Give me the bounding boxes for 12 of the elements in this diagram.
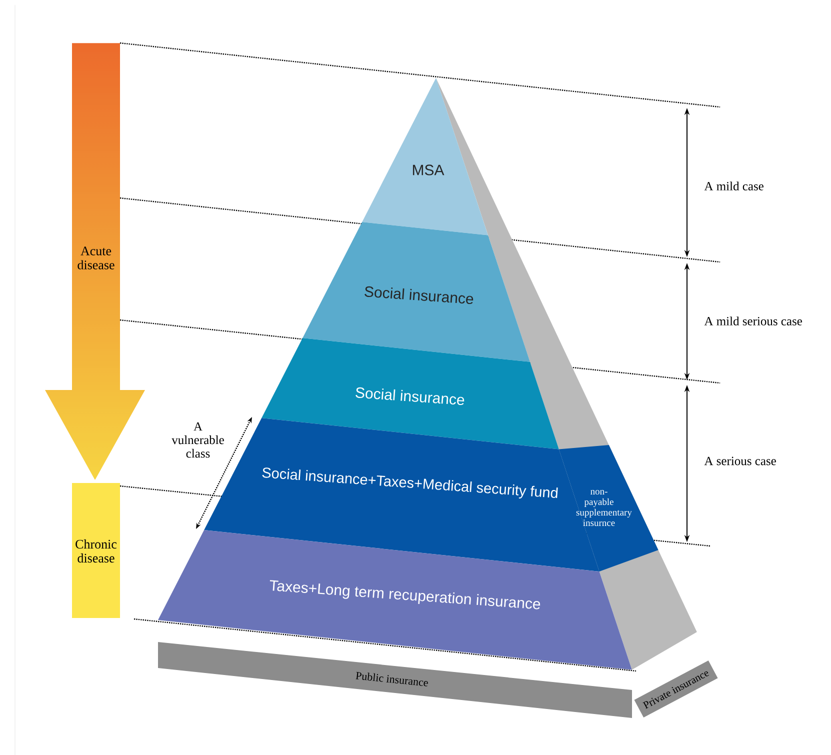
range-label: A mild serious case	[704, 316, 802, 326]
disease-bar: Chronic disease	[72, 483, 120, 618]
node-label: Social insurance+Taxes+Medical security fund	[262, 468, 558, 498]
pyramid-layer: Social insurance	[302, 222, 530, 362]
range-label: A serious case	[704, 456, 776, 466]
pyramid-layer: Taxes+Long term recuperation insurance	[158, 530, 632, 670]
pyramid-side-layer: non-payable supplementary insurnce	[558, 445, 658, 572]
pyramid-layer: MSA	[362, 78, 488, 236]
disease-arrow: Acute disease	[78, 246, 114, 270]
range-label: A mild case	[704, 182, 764, 190]
pyramid-layer: Social insurance	[262, 338, 559, 450]
base-bar: Public insurance	[158, 642, 632, 718]
